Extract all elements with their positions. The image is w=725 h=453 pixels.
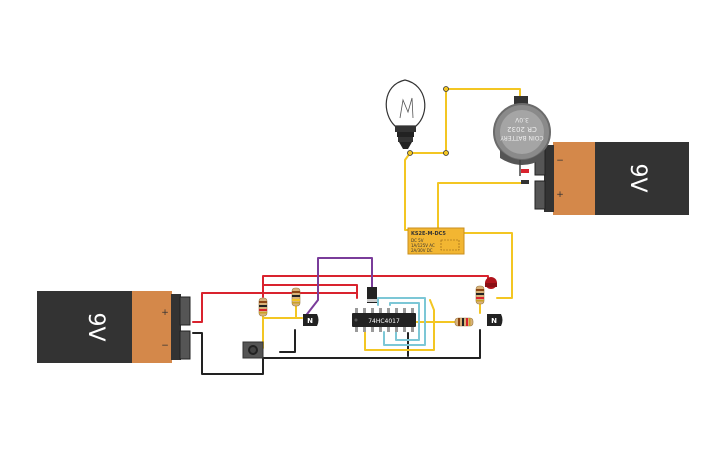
relay-line1: DC 5V	[411, 238, 424, 243]
wire-purple[interactable]	[303, 257, 373, 319]
wire-cyan-2[interactable]	[389, 302, 420, 341]
transistor-right-label: N	[491, 317, 497, 325]
wires	[192, 88, 528, 375]
battery-left-label: 9V	[83, 312, 108, 341]
wire-yellow-ic-bottom[interactable]	[364, 299, 435, 351]
resistor-middle[interactable]	[454, 317, 474, 327]
bulb-terminal-top[interactable]	[443, 86, 449, 92]
relay-line2: 1A/125V AC	[411, 243, 435, 248]
wire-yellow-relay-r[interactable]	[462, 232, 513, 299]
battery-right-minus: −	[556, 156, 564, 166]
wire-yellow-relay-l[interactable]	[404, 152, 411, 231]
relay-title: KS2E-M-DC5	[411, 231, 446, 237]
wire-black-ground-2[interactable]	[262, 329, 481, 359]
led-red[interactable]	[485, 277, 497, 289]
battery-right-plus: +	[556, 190, 564, 200]
coin-battery[interactable]: COIN BATTERY CR 2032 3.0V	[493, 96, 551, 184]
ic-label: 74HC4017	[368, 318, 400, 325]
battery-right[interactable]: 9V − +	[534, 142, 689, 215]
wire-red-top[interactable]	[192, 286, 358, 323]
wire-yellow-relay-top[interactable]	[437, 182, 528, 229]
wire-black-ground[interactable]	[192, 332, 264, 375]
battery-left-minus: −	[161, 341, 169, 351]
coin-battery-line1: COIN BATTERY	[500, 134, 544, 141]
battery-left-plus: +	[161, 308, 169, 318]
diode[interactable]	[367, 287, 377, 303]
relay-line3: 2A/30V DC	[411, 248, 433, 253]
transistor-left-label: N	[307, 317, 313, 325]
battery-right-label: 9V	[625, 163, 650, 192]
coin-battery-line3: 3.0V	[514, 116, 529, 123]
wire-black-emitter[interactable]	[279, 329, 296, 353]
push-button[interactable]	[242, 341, 264, 359]
resistor-right[interactable]	[475, 285, 485, 305]
relay[interactable]: KS2E-M-DC5 DC 5V 1A/125V AC 2A/30V DC	[407, 227, 465, 255]
transistor-right[interactable]: N	[487, 314, 503, 326]
resistor-left-1[interactable]	[258, 297, 268, 317]
bulb-terminal-left[interactable]	[407, 150, 413, 156]
resistor-left-2[interactable]	[291, 287, 301, 307]
transistor-left[interactable]: N	[303, 314, 319, 326]
light-bulb[interactable]	[385, 79, 449, 156]
bulb-terminal-right[interactable]	[443, 150, 449, 156]
ic-chip[interactable]: 74HC4017	[352, 308, 416, 332]
battery-left[interactable]: 9V + −	[37, 291, 191, 363]
wire-cyan-1[interactable]	[377, 297, 426, 346]
wire-red-rail[interactable]	[262, 284, 358, 299]
coin-battery-line2: CR 2032	[507, 125, 537, 133]
wire-red-long[interactable]	[262, 275, 489, 286]
